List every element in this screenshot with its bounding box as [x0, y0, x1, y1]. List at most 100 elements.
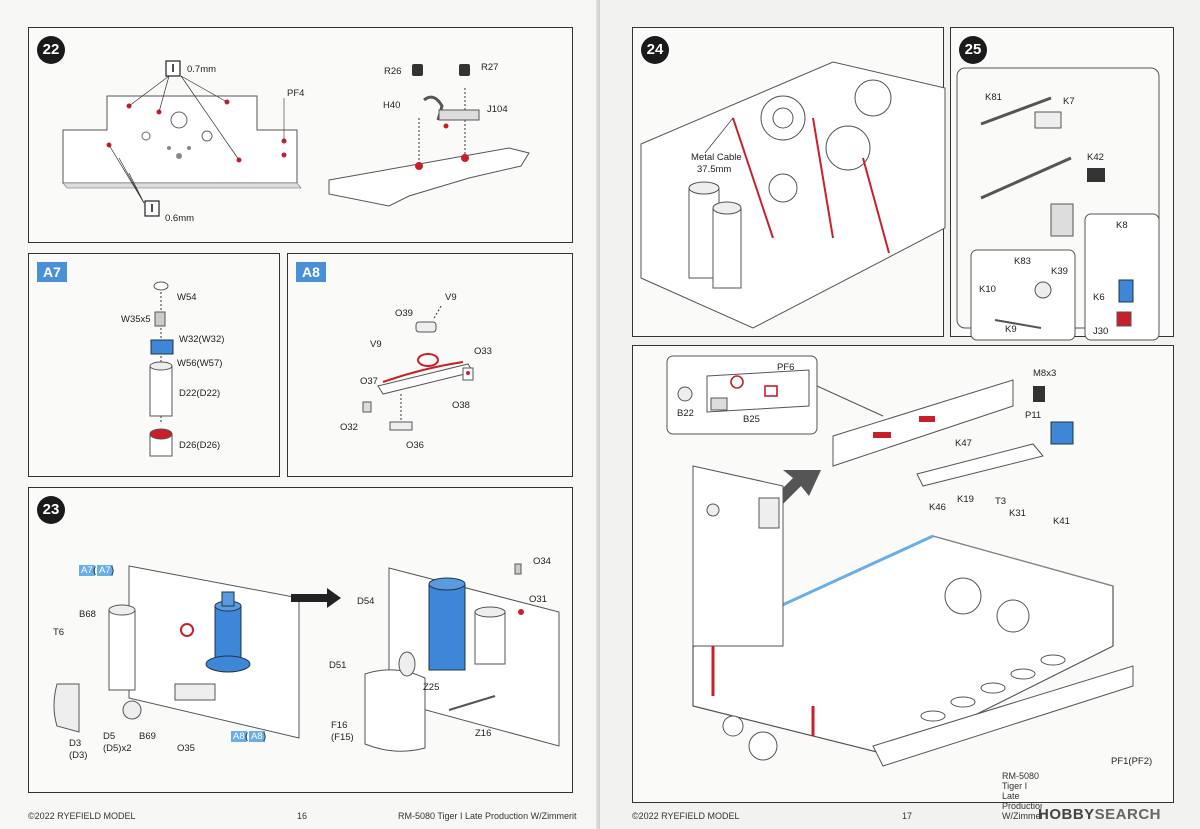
part-z16: Z16 [475, 728, 492, 739]
part-o34: O34 [533, 556, 551, 567]
watermark-part-b: SEARCH [1094, 806, 1162, 823]
part-k10: K10 [979, 284, 996, 295]
footer-page-number: 17 [902, 811, 913, 821]
ref-a7-alt: A7 [97, 565, 113, 576]
part-k47: K47 [955, 438, 972, 449]
footer-title: RM-5080 Tiger I Late Production W/Zimmer… [398, 811, 577, 821]
part-f15: (F15) [331, 732, 354, 743]
part-k8: K8 [1116, 220, 1128, 231]
part-o31: O31 [529, 594, 547, 605]
step-23-panel: 23 A7 ( [28, 487, 573, 793]
part-k19: K19 [957, 494, 974, 505]
main-assembly-panel: PF6 B22 B25 M8x3 P11 K47 K46 K19 T3 K31 … [632, 345, 1174, 803]
part-b25: B25 [743, 414, 760, 425]
part-w56: W56(W57) [177, 358, 223, 369]
part-b69: B69 [139, 731, 156, 742]
part-j30: J30 [1093, 326, 1109, 337]
ref-a8-paren-open: ( [245, 731, 249, 742]
drill-size-top: 0.7mm [187, 64, 217, 75]
part-d3: D3 [69, 738, 82, 749]
part-pf4: PF4 [287, 88, 305, 99]
part-m8x3: M8x3 [1033, 368, 1057, 379]
part-k7: K7 [1063, 96, 1075, 107]
footer-title: RM-5080 Tiger I Late Production W/Zimmer… [1002, 771, 1042, 821]
step-number: 22 [37, 36, 65, 64]
a7-drawing [149, 281, 174, 457]
footer-copyright: ©2022 RYEFIELD MODEL [28, 811, 136, 821]
step-number: 25 [959, 36, 987, 64]
step-23-drawing [53, 563, 560, 752]
ref-a7: A7 [79, 565, 95, 576]
step-22-panel: 22 [28, 27, 573, 243]
subassembly-tag: A7 [37, 262, 67, 282]
part-w32: W32(W32) [179, 334, 225, 345]
step-25-drawing [956, 67, 1160, 341]
subassembly-a7-panel: A7 W54 W35x5 W32(W32) W56(W57) D22(D22) … [28, 253, 280, 477]
part-k39: K39 [1051, 266, 1068, 277]
part-r26: R26 [384, 66, 402, 77]
part-d3-alt: (D3) [69, 750, 88, 761]
part-o32: O32 [340, 422, 358, 433]
part-o39: O39 [395, 308, 413, 319]
footer-copyright: ©2022 RYEFIELD MODEL [632, 811, 740, 821]
part-w54: W54 [177, 292, 197, 303]
subassembly-tag: A8 [296, 262, 326, 282]
part-t3: T3 [995, 496, 1007, 507]
ref-a7-paren-open: ( [93, 565, 97, 576]
part-k46: K46 [929, 502, 946, 513]
right-page: 24 Metal Cable 37.5mm 25 [600, 0, 1200, 829]
part-d54: D54 [357, 596, 375, 607]
ref-a8-alt: A8 [249, 731, 265, 742]
part-v9-left: V9 [370, 339, 382, 350]
part-f16: F16 [331, 720, 348, 731]
part-k83: K83 [1014, 256, 1031, 267]
cable-length: 37.5mm [697, 164, 732, 175]
part-o38: O38 [452, 400, 470, 411]
part-r27: R27 [481, 62, 499, 73]
part-k31: K31 [1009, 508, 1026, 519]
part-t6: T6 [53, 627, 65, 638]
left-page: 22 [28, 27, 577, 821]
step-24-panel: 24 Metal Cable 37.5mm [632, 27, 946, 337]
subassembly-a8-panel: A8 V9 O39 V9 O33 O37 O38 O32 O36 [287, 253, 573, 477]
part-pf1: PF1(PF2) [1111, 756, 1153, 767]
step-24-drawing [640, 61, 946, 329]
part-k6: K6 [1093, 292, 1105, 303]
a8-drawing [362, 305, 474, 431]
part-k81: K81 [985, 92, 1002, 103]
part-k41: K41 [1053, 516, 1070, 527]
part-b22: B22 [677, 408, 694, 419]
part-p11: P11 [1025, 410, 1042, 421]
part-k9: K9 [1005, 324, 1017, 335]
part-w35: W35x5 [121, 314, 151, 325]
part-b68: B68 [79, 609, 96, 620]
part-j104: J104 [487, 104, 508, 115]
step-number: 23 [37, 496, 65, 524]
part-o36: O36 [406, 440, 424, 451]
cable-label: Metal Cable [691, 152, 742, 163]
part-d22: D22(D22) [179, 388, 221, 399]
part-o33: O33 [474, 346, 492, 357]
main-assembly-drawing [666, 355, 1134, 767]
part-d5-qty: (D5)x2 [103, 743, 132, 754]
part-h40: H40 [383, 100, 401, 111]
step-25-panel: 25 K81 K7 K42 K8 K83 K39 K10 K9 K6 J30 [950, 27, 1174, 341]
footer-page-number: 16 [297, 811, 308, 821]
drill-size-bottom: 0.6mm [165, 213, 195, 224]
ref-a8-paren-close: ) [263, 731, 267, 742]
part-z25: Z25 [423, 682, 440, 693]
watermark-part-a: HOBBY [1038, 806, 1095, 823]
part-k42: K42 [1087, 152, 1104, 163]
ref-a7-paren-close: ) [111, 565, 115, 576]
ref-a8: A8 [231, 731, 247, 742]
part-o37: O37 [360, 376, 378, 387]
part-d5: D5 [103, 731, 116, 742]
step-number: 24 [641, 36, 669, 64]
part-d51: D51 [329, 660, 347, 671]
part-d26: D26(D26) [179, 440, 221, 451]
part-o35: O35 [177, 743, 195, 754]
watermark: HOBBYSEARCH [1038, 806, 1161, 823]
part-pf6: PF6 [777, 362, 795, 373]
part-v9-top: V9 [445, 292, 457, 303]
hull-floor-drawing [62, 60, 530, 217]
